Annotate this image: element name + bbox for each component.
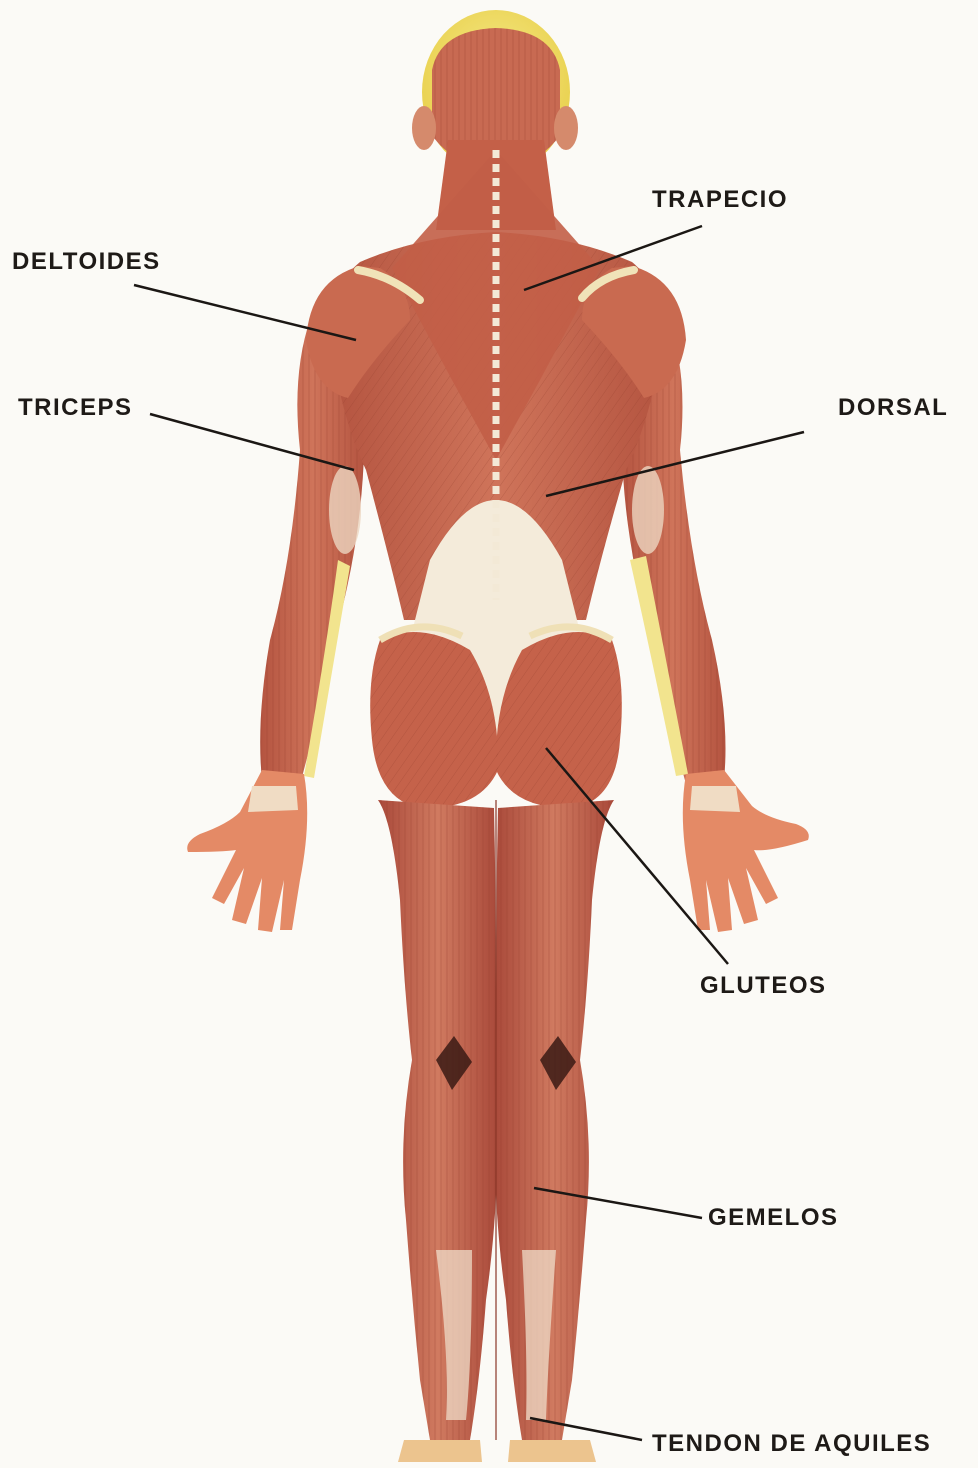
label-deltoides: DELTOIDES (12, 250, 161, 274)
right-leg-fibers (494, 800, 614, 1440)
label-triceps: TRICEPS (18, 396, 133, 420)
right-hand (683, 770, 809, 932)
right-ear (554, 106, 578, 150)
right-elbow (632, 466, 664, 554)
left-elbow (329, 466, 361, 554)
label-tendon-de-aquiles: TENDON DE AQUILES (652, 1432, 931, 1456)
left-leg-fibers (378, 800, 498, 1440)
right-heel (508, 1440, 596, 1462)
right-leg (494, 800, 614, 1462)
torso (306, 150, 686, 740)
left-wrist (248, 786, 298, 812)
label-dorsal: DORSAL (838, 396, 948, 420)
left-hand (187, 770, 307, 932)
label-gemelos: GEMELOS (708, 1206, 839, 1230)
right-wrist (690, 786, 740, 812)
label-gluteos: GLUTEOS (700, 974, 827, 998)
left-leg (378, 800, 498, 1462)
label-trapecio: TRAPECIO (652, 188, 788, 212)
left-heel (398, 1440, 482, 1462)
left-ear (412, 106, 436, 150)
